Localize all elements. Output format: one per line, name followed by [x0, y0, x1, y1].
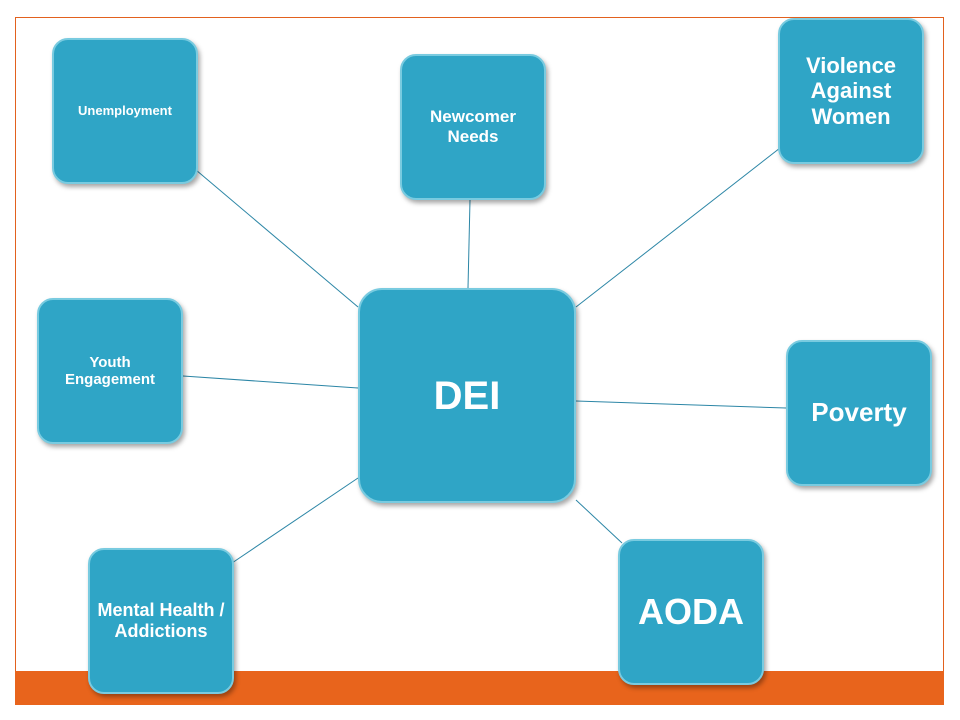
connector-mental [231, 477, 359, 564]
node-mental-health-addictions-label: Mental Health / Addictions [97, 600, 225, 641]
connector-unemployment [195, 169, 359, 308]
connector-newcomer [467, 199, 471, 289]
node-dei-label: DEI [433, 373, 501, 418]
node-youth-engagement: Youth Engagement [37, 298, 183, 444]
node-aoda-label: AODA [638, 591, 744, 633]
node-mental-health-addictions: Mental Health / Addictions [88, 548, 234, 694]
node-aoda: AODA [618, 539, 764, 685]
connector-aoda [575, 499, 623, 544]
node-unemployment-label: Unemployment [78, 102, 172, 118]
node-dei: DEI [358, 288, 576, 503]
node-newcomer-needs-label: Newcomer Needs [430, 107, 516, 146]
connector-youth [182, 375, 359, 389]
node-poverty: Poverty [786, 340, 932, 486]
node-unemployment: Unemployment [52, 38, 198, 184]
connector-violence [575, 147, 781, 308]
node-youth-engagement-label: Youth Engagement [64, 353, 155, 388]
node-violence-against-women: Violence Against Women [778, 18, 924, 164]
node-newcomer-needs: Newcomer Needs [400, 54, 546, 200]
node-poverty-label: Poverty [811, 397, 907, 428]
node-violence-against-women-label: Violence Against Women [805, 53, 897, 129]
connector-poverty [575, 400, 787, 409]
